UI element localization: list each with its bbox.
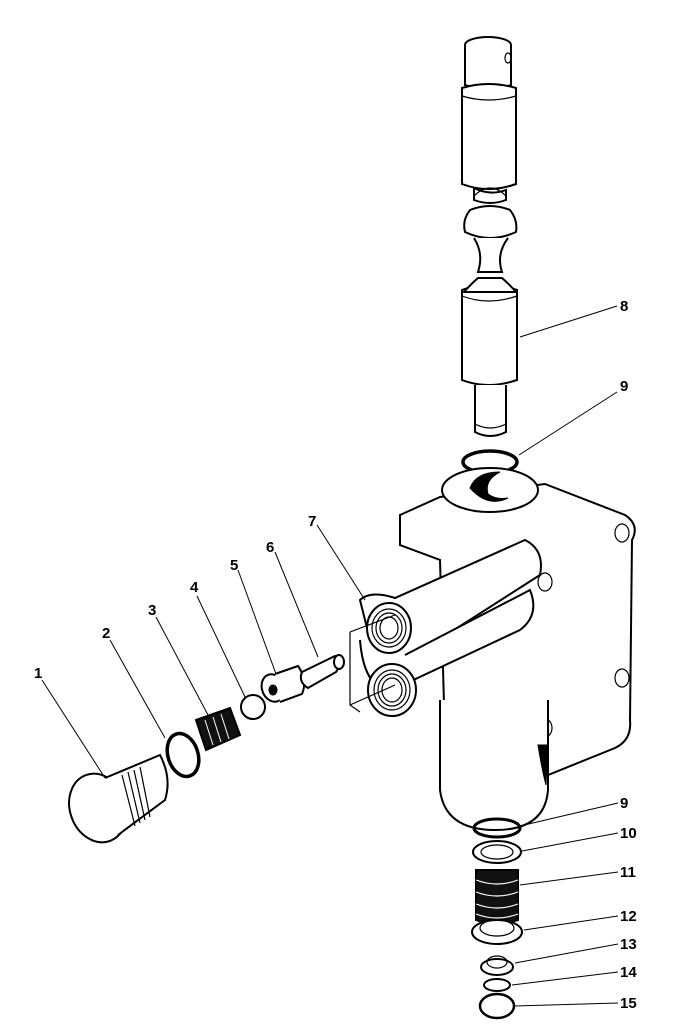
retainer-part-13 [480, 955, 514, 976]
plug-part-1 [68, 753, 169, 844]
callout-14: 14 [620, 964, 637, 981]
callout-1: 1 [34, 665, 42, 682]
callout-12: 12 [620, 908, 637, 925]
callout-5: 5 [230, 557, 238, 574]
callout-13: 13 [620, 936, 637, 953]
callout-9-upper: 9 [620, 378, 628, 395]
callout-15: 15 [620, 995, 637, 1012]
callout-9-lower: 9 [620, 795, 628, 812]
snap-ring-part-15 [478, 992, 516, 1020]
callout-8: 8 [620, 298, 628, 315]
leader-lines [41, 305, 619, 1007]
o-ring-part-2 [165, 731, 201, 779]
ring-part-14 [483, 978, 511, 992]
valve-body-part-7 [349, 467, 636, 832]
pin-part-6 [299, 654, 345, 690]
callout-3: 3 [148, 602, 156, 619]
spool-part-8 [461, 36, 519, 437]
callout-11: 11 [620, 864, 636, 881]
seat-part-5 [260, 664, 306, 703]
callout-6: 6 [266, 539, 274, 556]
callout-10: 10 [620, 825, 637, 842]
washer-part-12 [471, 919, 523, 945]
spring-part-11 [475, 869, 519, 925]
callout-2: 2 [102, 625, 110, 642]
callout-7: 7 [308, 513, 316, 530]
ball-part-4 [240, 694, 266, 720]
spring-part-3 [194, 706, 242, 752]
callout-4: 4 [190, 579, 199, 596]
washer-part-10 [472, 840, 522, 864]
o-ring-part-9-lower [472, 817, 522, 839]
